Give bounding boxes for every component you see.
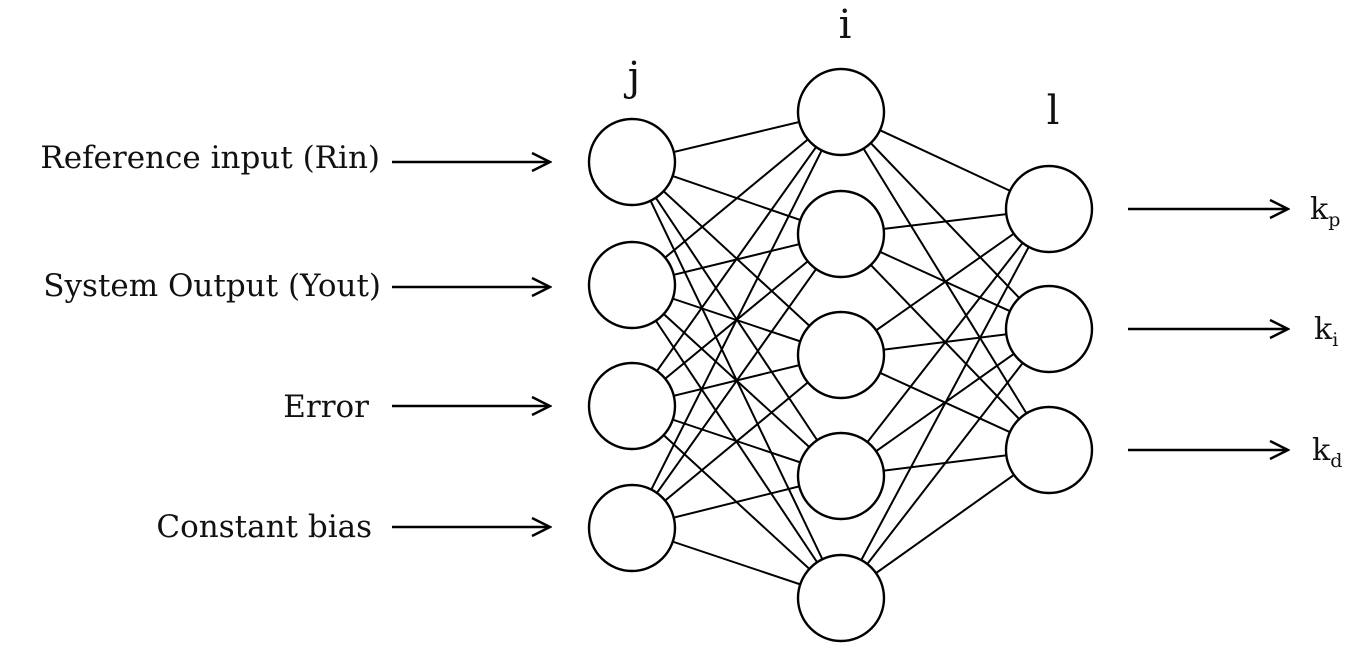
- hidden-node-5: [796, 553, 886, 643]
- hidden-node-2: [796, 189, 886, 279]
- output-label-kp: kp: [1310, 192, 1340, 231]
- input-hidden-edge-3-1: [631, 111, 842, 407]
- input-node-3: [587, 361, 677, 451]
- input-node-4: [587, 483, 677, 573]
- hidden-output-edge-5-1: [840, 208, 1050, 599]
- hidden-node-1: [796, 67, 886, 157]
- input-label-bias: Constant bias: [156, 509, 372, 545]
- hidden-output-edge-5-2: [840, 328, 1050, 599]
- output-arrows: [1128, 209, 1288, 450]
- output-node-1: [1004, 164, 1094, 254]
- input-arrows: [392, 162, 550, 527]
- layer-labels: j i l: [624, 2, 1060, 134]
- output-label-ki: ki: [1314, 312, 1338, 351]
- input-hidden-edge-4-2: [631, 233, 842, 529]
- input-label-error: Error: [283, 389, 369, 425]
- layer-label-j: j: [624, 54, 640, 100]
- hidden-output-edge-4-1: [840, 208, 1050, 477]
- hidden-node-4: [796, 431, 886, 521]
- output-label-kd: kd: [1312, 433, 1342, 472]
- neuron-nodes: [587, 67, 1094, 643]
- output-labels: kp ki kd: [1310, 192, 1342, 472]
- hidden-node-3: [796, 310, 886, 400]
- layer-label-i: i: [839, 2, 852, 48]
- input-labels: Reference input (Rin) System Output (You…: [40, 140, 381, 545]
- layer-label-l: l: [1047, 88, 1060, 134]
- input-node-2: [587, 240, 677, 330]
- input-label-rin: Reference input (Rin): [40, 140, 380, 176]
- output-node-2: [1004, 284, 1094, 374]
- output-node-3: [1004, 405, 1094, 495]
- input-node-1: [587, 117, 677, 207]
- input-hidden-edge-4-3: [631, 354, 842, 529]
- input-hidden-edge-2-1: [631, 111, 842, 286]
- input-hidden-edge-4-1: [631, 111, 842, 529]
- input-label-yout: System Output (Yout): [43, 268, 381, 304]
